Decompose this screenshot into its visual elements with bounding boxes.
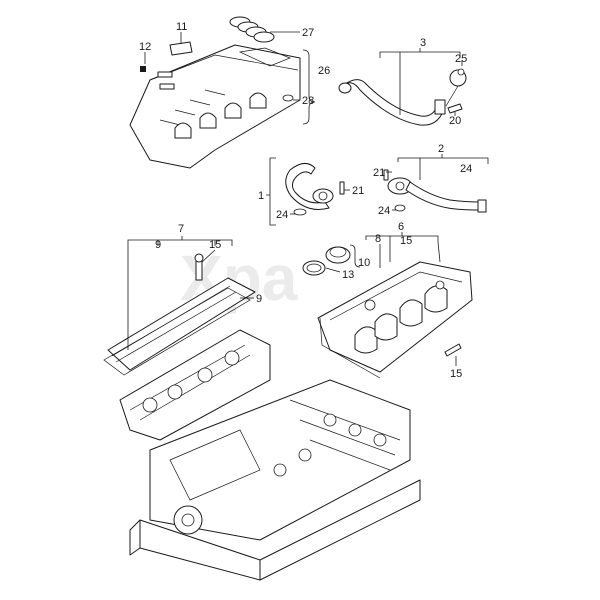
callout-13: 13	[342, 269, 354, 281]
leader-lines	[127, 31, 489, 366]
callout-24-left: 24	[276, 209, 288, 221]
callout-24-right: 24	[378, 205, 390, 217]
callouts: 11 12 27 26 28 3 25 20 1 21 24 2 21 24 2…	[139, 21, 472, 380]
callout-11: 11	[176, 21, 187, 33]
callout-8: 8	[375, 233, 381, 245]
callout-6: 6	[398, 221, 404, 233]
callout-12: 12	[139, 41, 151, 53]
callout-15-bolt: 15	[450, 368, 462, 380]
callout-1: 1	[258, 190, 264, 202]
callout-7: 7	[178, 223, 184, 235]
bolt-right	[444, 343, 462, 357]
callout-21-right: 21	[373, 167, 385, 179]
emblem-badge	[169, 41, 193, 56]
callout-26: 26	[318, 65, 330, 77]
cylinder-head-cover-right	[317, 261, 473, 379]
callout-27: 27	[302, 27, 314, 39]
callout-9-right: 9	[256, 293, 262, 305]
clips	[140, 66, 175, 90]
engine-cover	[129, 44, 301, 169]
callout-15-top-left: 15	[209, 239, 221, 251]
callout-21-left: 21	[352, 185, 364, 197]
callout-24-top: 24	[460, 163, 472, 175]
breather-hose-left	[285, 163, 345, 216]
callout-20: 20	[449, 115, 461, 127]
breather-hose-right	[383, 169, 487, 213]
callout-3: 3	[420, 37, 426, 49]
callout-10: 10	[358, 257, 370, 269]
callout-9-top: 9	[155, 239, 161, 251]
callout-15-top-right: 15	[400, 235, 412, 247]
callout-2: 2	[438, 143, 444, 155]
oil-filler-cap	[302, 246, 351, 276]
callout-28: 28	[302, 95, 314, 107]
cylinder-head-cover-left	[103, 253, 256, 376]
breather-hose-upper	[338, 68, 467, 126]
seal-rings	[229, 16, 275, 43]
grommet	[282, 94, 294, 102]
callout-25: 25	[455, 53, 467, 65]
engine-block	[119, 329, 421, 581]
